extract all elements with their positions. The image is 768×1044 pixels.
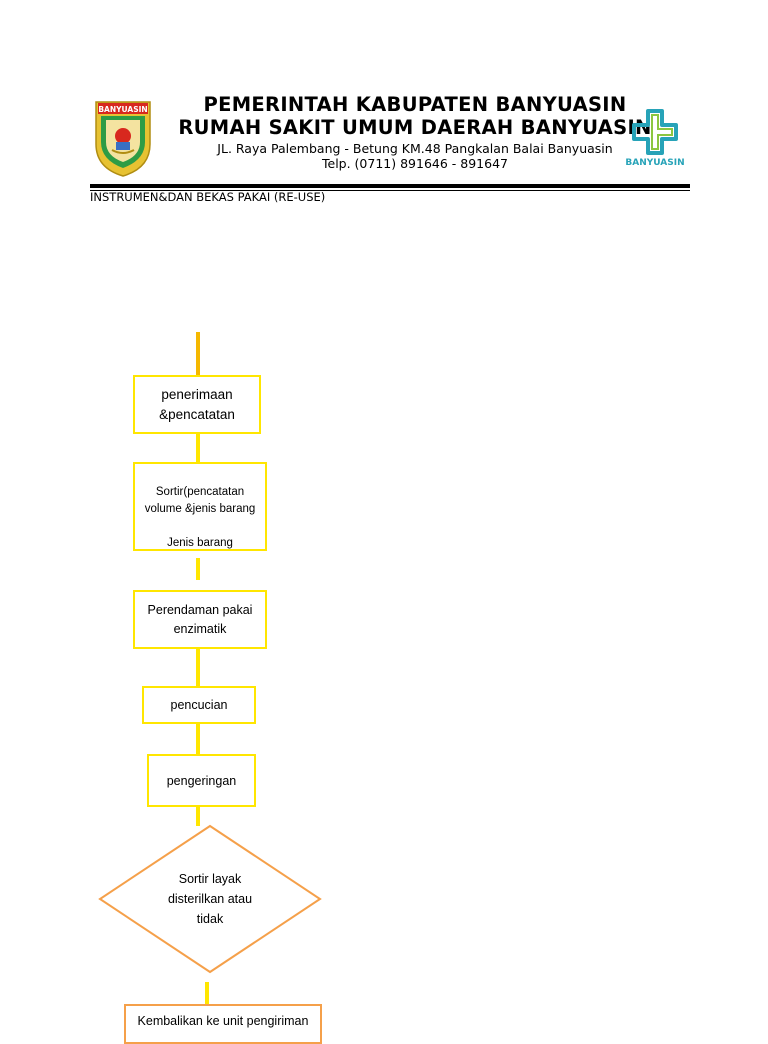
step-receiving-box: penerimaan &pencatatan	[133, 375, 261, 434]
step-soaking-label: Perendaman pakai enzimatik	[147, 602, 253, 636]
banyuasin-hospital-logo: BANYUASIN	[625, 109, 685, 168]
step-soaking-box: Perendaman pakai enzimatik	[133, 590, 267, 649]
document-subtitle: INSTRUMEN&DAN BEKAS PAKAI (RE-USE)	[90, 190, 326, 204]
step-washing-box: pencucian	[142, 686, 256, 724]
step-drying-box: pengeringan	[147, 754, 256, 807]
connector-decision-final	[205, 982, 209, 1004]
step-sorting-label: Sortir(pencatatan volume &jenis barang J…	[144, 486, 256, 549]
decision-label: Sortir layak disterilkan atau tidak	[167, 872, 253, 926]
header-rule-thick	[90, 184, 690, 188]
step-receiving-label: penerimaan &pencatatan	[159, 386, 235, 422]
banyuasin-regency-logo: BANYUASIN	[95, 101, 151, 177]
government-title: PEMERINTAH KABUPATEN BANYUASIN	[203, 93, 627, 116]
step-drying-label: pengeringan	[166, 773, 237, 788]
header-rule-thin	[90, 190, 690, 191]
step-washing-label: pencucian	[170, 698, 228, 712]
connector-5-decision	[196, 807, 200, 826]
hospital-phone: Telp. (0711) 891646 - 891647	[322, 156, 508, 171]
connector-3-4	[196, 649, 200, 686]
connector-top	[196, 332, 200, 376]
hospital-address: JL. Raya Palembang - Betung KM.48 Pangka…	[217, 141, 613, 156]
step-return-box: Kembalikan ke unit pengiriman	[124, 1004, 322, 1044]
decision-diamond	[98, 824, 322, 974]
connector-2-3	[196, 558, 200, 580]
logo-left-text: BANYUASIN	[98, 105, 147, 114]
step-sorting-box: Sortir(pencatatan volume &jenis barang J…	[133, 462, 267, 551]
connector-1-2	[196, 434, 200, 462]
step-return-label: Kembalikan ke unit pengiriman	[137, 1014, 309, 1028]
connector-4-5	[196, 724, 200, 754]
logo-right-text: BANYUASIN	[625, 158, 684, 168]
hospital-title: RUMAH SAKIT UMUM DAERAH BANYUASIN	[178, 116, 652, 139]
